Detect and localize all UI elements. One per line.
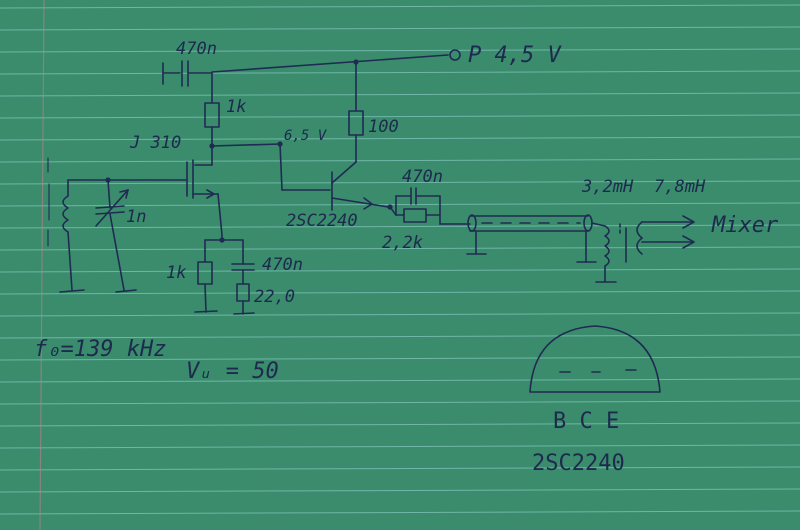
collector-resistor	[348, 61, 364, 163]
label-fet: J 310	[129, 133, 181, 153]
output-transformer	[591, 215, 695, 283]
input-tank	[47, 157, 137, 293]
rule-line	[0, 356, 800, 361]
label-ind-left: 3,2mH	[581, 177, 634, 197]
rule-line	[0, 466, 800, 471]
notebook-rules	[0, 4, 800, 515]
rule-line	[0, 400, 800, 405]
rule-line	[0, 70, 800, 75]
rule-line	[0, 290, 800, 295]
label-cap-supply: 470n	[176, 39, 217, 59]
rule-line	[0, 510, 800, 515]
rule-line	[0, 378, 800, 383]
rule-line	[0, 158, 800, 163]
rule-line	[0, 136, 800, 141]
emitter-network	[389, 187, 471, 225]
rule-line	[0, 180, 800, 185]
label-res-drain: 1k	[226, 97, 246, 117]
rule-line	[0, 224, 800, 229]
rule-line	[0, 488, 800, 493]
supply-rail	[211, 49, 461, 73]
label-cap-source: 470n	[262, 255, 303, 275]
label-res-emitter: 2,2k	[382, 233, 423, 253]
label-pinout-part: 2SC2240	[532, 451, 625, 476]
drain-resistor	[204, 72, 220, 149]
label-vu: Vᵤ = 50	[186, 359, 279, 384]
rule-line	[0, 26, 800, 31]
rule-line	[0, 92, 800, 97]
bjt-symbol	[331, 161, 393, 211]
rule-line	[0, 444, 800, 449]
rule-line	[0, 312, 800, 317]
label-supply: P 4,5 V	[468, 43, 562, 68]
rule-line	[0, 202, 800, 207]
coax-cable	[466, 214, 597, 263]
label-res-collector: 100	[368, 117, 399, 137]
decoupling-capacitor	[162, 60, 213, 87]
label-mixer: Mixer	[711, 213, 779, 238]
margin-line	[39, 0, 45, 530]
source-network	[194, 234, 255, 315]
label-ind-right: 7,8mH	[654, 177, 706, 197]
label-node-voltage: 6,5 V	[284, 128, 328, 144]
rule-line	[0, 48, 800, 53]
base-wire	[211, 141, 331, 191]
label-res-source2: 22,0	[254, 287, 295, 307]
label-f0: f₀=139 kHz	[34, 337, 166, 362]
rule-line	[0, 268, 800, 273]
rule-line	[0, 4, 800, 9]
rule-line	[0, 334, 800, 339]
pinout-sketch	[529, 325, 661, 393]
rule-line	[0, 422, 800, 427]
rule-line	[0, 114, 800, 119]
label-bjt: 2SC2240	[286, 211, 358, 231]
label-cap-emitter: 470n	[402, 167, 443, 187]
label-pinout: B C E	[553, 409, 619, 434]
rule-line	[0, 246, 800, 251]
label-cap-tune: 1n	[126, 207, 146, 227]
label-res-source: 1k	[166, 263, 186, 283]
jfet-symbol	[107, 145, 223, 236]
